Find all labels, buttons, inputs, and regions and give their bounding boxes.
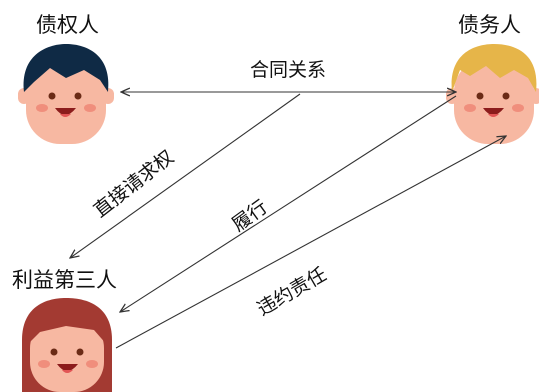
debtor-avatar-icon [446,44,539,144]
direct-claim-arrow [70,93,301,258]
performance-arrow [120,95,457,312]
creditor-avatar-icon [18,44,114,144]
direct-claim-label: 直接请求权 [90,146,178,222]
debtor-label: 债务人 [458,13,521,37]
breach-liability-arrow [115,136,506,349]
performance-label: 履行 [228,196,272,236]
breach-liability-label: 违约责任 [254,263,331,320]
third-party-label: 利益第三人 [12,268,117,292]
third-party-avatar-icon [22,298,112,392]
creditor-label: 债权人 [36,13,99,37]
contract-label: 合同关系 [250,59,326,81]
